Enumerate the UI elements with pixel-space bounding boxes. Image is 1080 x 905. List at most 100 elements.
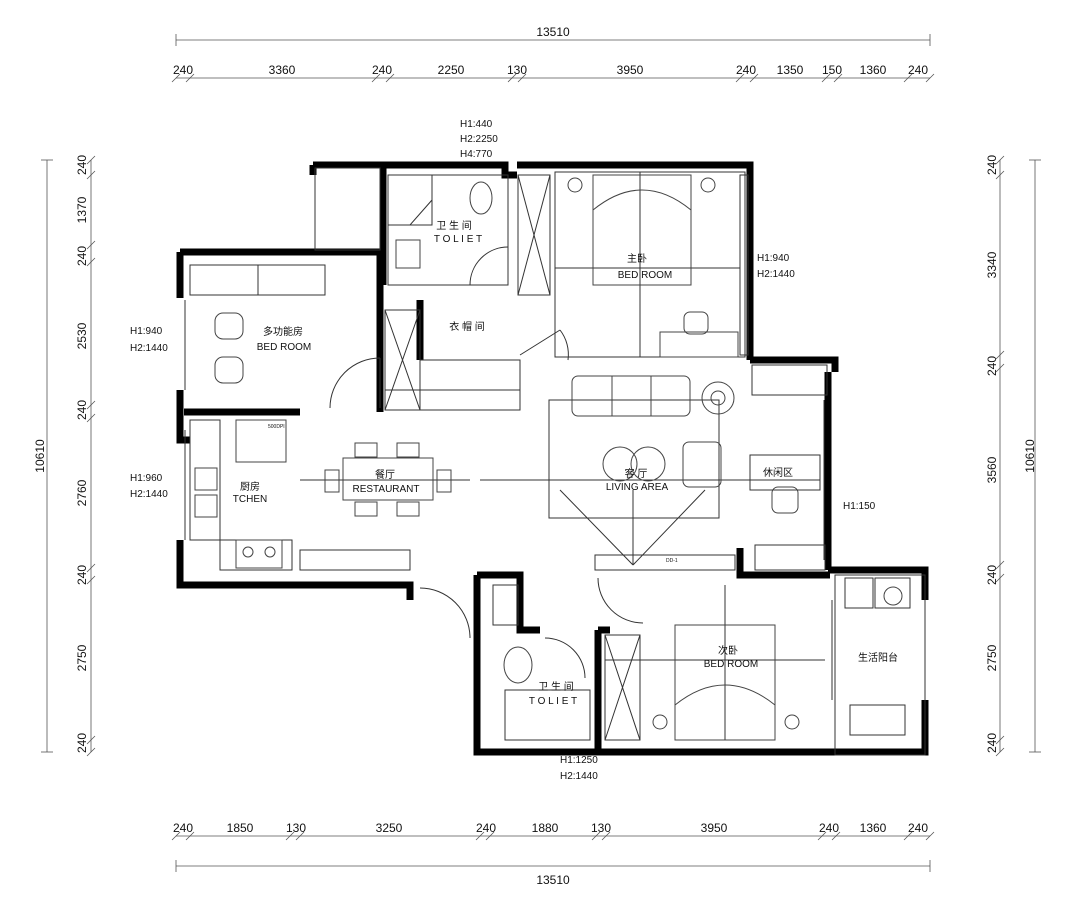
door-entry bbox=[419, 587, 471, 639]
right-seg-3: 240 bbox=[985, 356, 999, 376]
left-tick bbox=[86, 735, 96, 745]
multi-label-en: BED ROOM bbox=[257, 342, 311, 353]
bath-top-h4: H4:770 bbox=[460, 149, 493, 160]
bottom-tick bbox=[831, 831, 841, 841]
second-label-cn: 次卧 bbox=[718, 644, 738, 657]
top-seg-11: 240 bbox=[908, 63, 928, 77]
top-tick bbox=[385, 73, 395, 83]
left-tick bbox=[86, 257, 96, 267]
second-bed bbox=[674, 624, 776, 741]
toilet-2 bbox=[503, 646, 533, 684]
top-seg-2: 3360 bbox=[269, 63, 296, 77]
bottom-tick bbox=[591, 831, 601, 841]
right-tick bbox=[995, 747, 1005, 757]
master-bed bbox=[592, 174, 692, 286]
top-seg-10: 1360 bbox=[860, 63, 887, 77]
bottom-seg-9: 240 bbox=[819, 821, 839, 835]
top-dimension-lines bbox=[171, 34, 935, 83]
bottom-tick bbox=[485, 831, 495, 841]
dining-table bbox=[342, 457, 434, 501]
door-label: DD-1 bbox=[666, 558, 678, 564]
bath1-label-cn: 卫 生 间 bbox=[436, 219, 472, 232]
bottom-seg-3: 130 bbox=[286, 821, 306, 835]
left-seg-8: 2750 bbox=[75, 644, 89, 671]
right-seg-6: 2750 bbox=[985, 644, 999, 671]
bath1-label-en: T O L I E T bbox=[434, 234, 482, 245]
living-label-cn: 客 厅 bbox=[625, 467, 648, 480]
right-tick bbox=[995, 170, 1005, 180]
dining-label-cn: 餐厅 bbox=[375, 468, 395, 481]
top-seg-3: 240 bbox=[372, 63, 392, 77]
top-seg-8: 1350 bbox=[777, 63, 804, 77]
bath-top-h2: H2:2250 bbox=[460, 134, 498, 145]
right-tick bbox=[995, 560, 1005, 570]
top-tick bbox=[185, 73, 195, 83]
door-bath2 bbox=[544, 637, 586, 679]
bottom-seg-7: 130 bbox=[591, 821, 611, 835]
doors bbox=[329, 246, 644, 679]
closet-label-cn: 衣 帽 间 bbox=[449, 320, 485, 333]
stove bbox=[235, 539, 283, 569]
top-tick bbox=[507, 73, 517, 83]
bottom-seg-10: 1360 bbox=[860, 821, 887, 835]
bottom-tick bbox=[601, 831, 611, 841]
kitchen-label-cn: 厨房 bbox=[240, 480, 260, 493]
right-seg-2: 3340 bbox=[985, 251, 999, 278]
top-seg-4: 2250 bbox=[438, 63, 465, 77]
bath-top-h1: H1:440 bbox=[460, 119, 493, 130]
bottom-tick bbox=[817, 831, 827, 841]
left-total-dimension: 10610 bbox=[33, 439, 47, 473]
door-bath1 bbox=[469, 246, 509, 286]
living-win-h1: H1:150 bbox=[843, 501, 876, 512]
master-label-en: BED ROOM bbox=[618, 270, 672, 281]
left-seg-7: 240 bbox=[75, 565, 89, 585]
left-tick bbox=[86, 240, 96, 250]
dining-label-en: RESTAURANT bbox=[352, 484, 419, 495]
right-tick bbox=[995, 155, 1005, 165]
top-tick bbox=[833, 73, 843, 83]
left-seg-9: 240 bbox=[75, 733, 89, 753]
fridge bbox=[235, 419, 287, 463]
top-seg-9: 150 bbox=[822, 63, 842, 77]
top-seg-6: 3950 bbox=[617, 63, 644, 77]
toilet-1 bbox=[469, 181, 493, 215]
right-seg-1: 240 bbox=[985, 155, 999, 175]
top-segment-labels: 240 3360 240 2250 130 3950 240 1350 150 … bbox=[173, 63, 928, 77]
bath2-label-en: T O L I E T bbox=[529, 696, 577, 707]
right-seg-5: 240 bbox=[985, 565, 999, 585]
top-seg-1: 240 bbox=[173, 63, 193, 77]
balcony-label-cn: 生活阳台 bbox=[858, 651, 898, 664]
bottom-seg-5: 240 bbox=[476, 821, 496, 835]
bottom-tick bbox=[185, 831, 195, 841]
left-tick bbox=[86, 575, 96, 585]
right-tick bbox=[995, 350, 1005, 360]
right-dimension-lines bbox=[995, 155, 1041, 757]
interior-lines bbox=[184, 167, 926, 756]
top-tick bbox=[925, 73, 935, 83]
left-tick bbox=[86, 747, 96, 757]
bottom-tick bbox=[295, 831, 305, 841]
sofa bbox=[571, 375, 691, 417]
left-tick bbox=[86, 400, 96, 410]
furniture bbox=[194, 174, 903, 741]
left-tick bbox=[86, 170, 96, 180]
left-seg-1: 240 bbox=[75, 155, 89, 175]
top-tick bbox=[903, 73, 913, 83]
left-seg-2: 1370 bbox=[75, 196, 89, 223]
top-tick bbox=[517, 73, 527, 83]
left-seg-4: 2530 bbox=[75, 322, 89, 349]
right-seg-7: 240 bbox=[985, 733, 999, 753]
door-second-bedroom bbox=[597, 577, 644, 624]
bottom-tick bbox=[475, 831, 485, 841]
top-tick bbox=[749, 73, 759, 83]
bottom-tick bbox=[171, 831, 181, 841]
bottom-seg-8: 3950 bbox=[701, 821, 728, 835]
bottom-seg-4: 3250 bbox=[376, 821, 403, 835]
multi-win-h1: H1:940 bbox=[130, 326, 163, 337]
bottom-seg-6: 1880 bbox=[532, 821, 559, 835]
living-label-en: LIVING AREA bbox=[606, 482, 669, 493]
kitchen-win-h2: H2:1440 bbox=[130, 489, 168, 500]
sink-1 bbox=[395, 239, 421, 269]
top-seg-5: 130 bbox=[507, 63, 527, 77]
top-seg-7: 240 bbox=[736, 63, 756, 77]
